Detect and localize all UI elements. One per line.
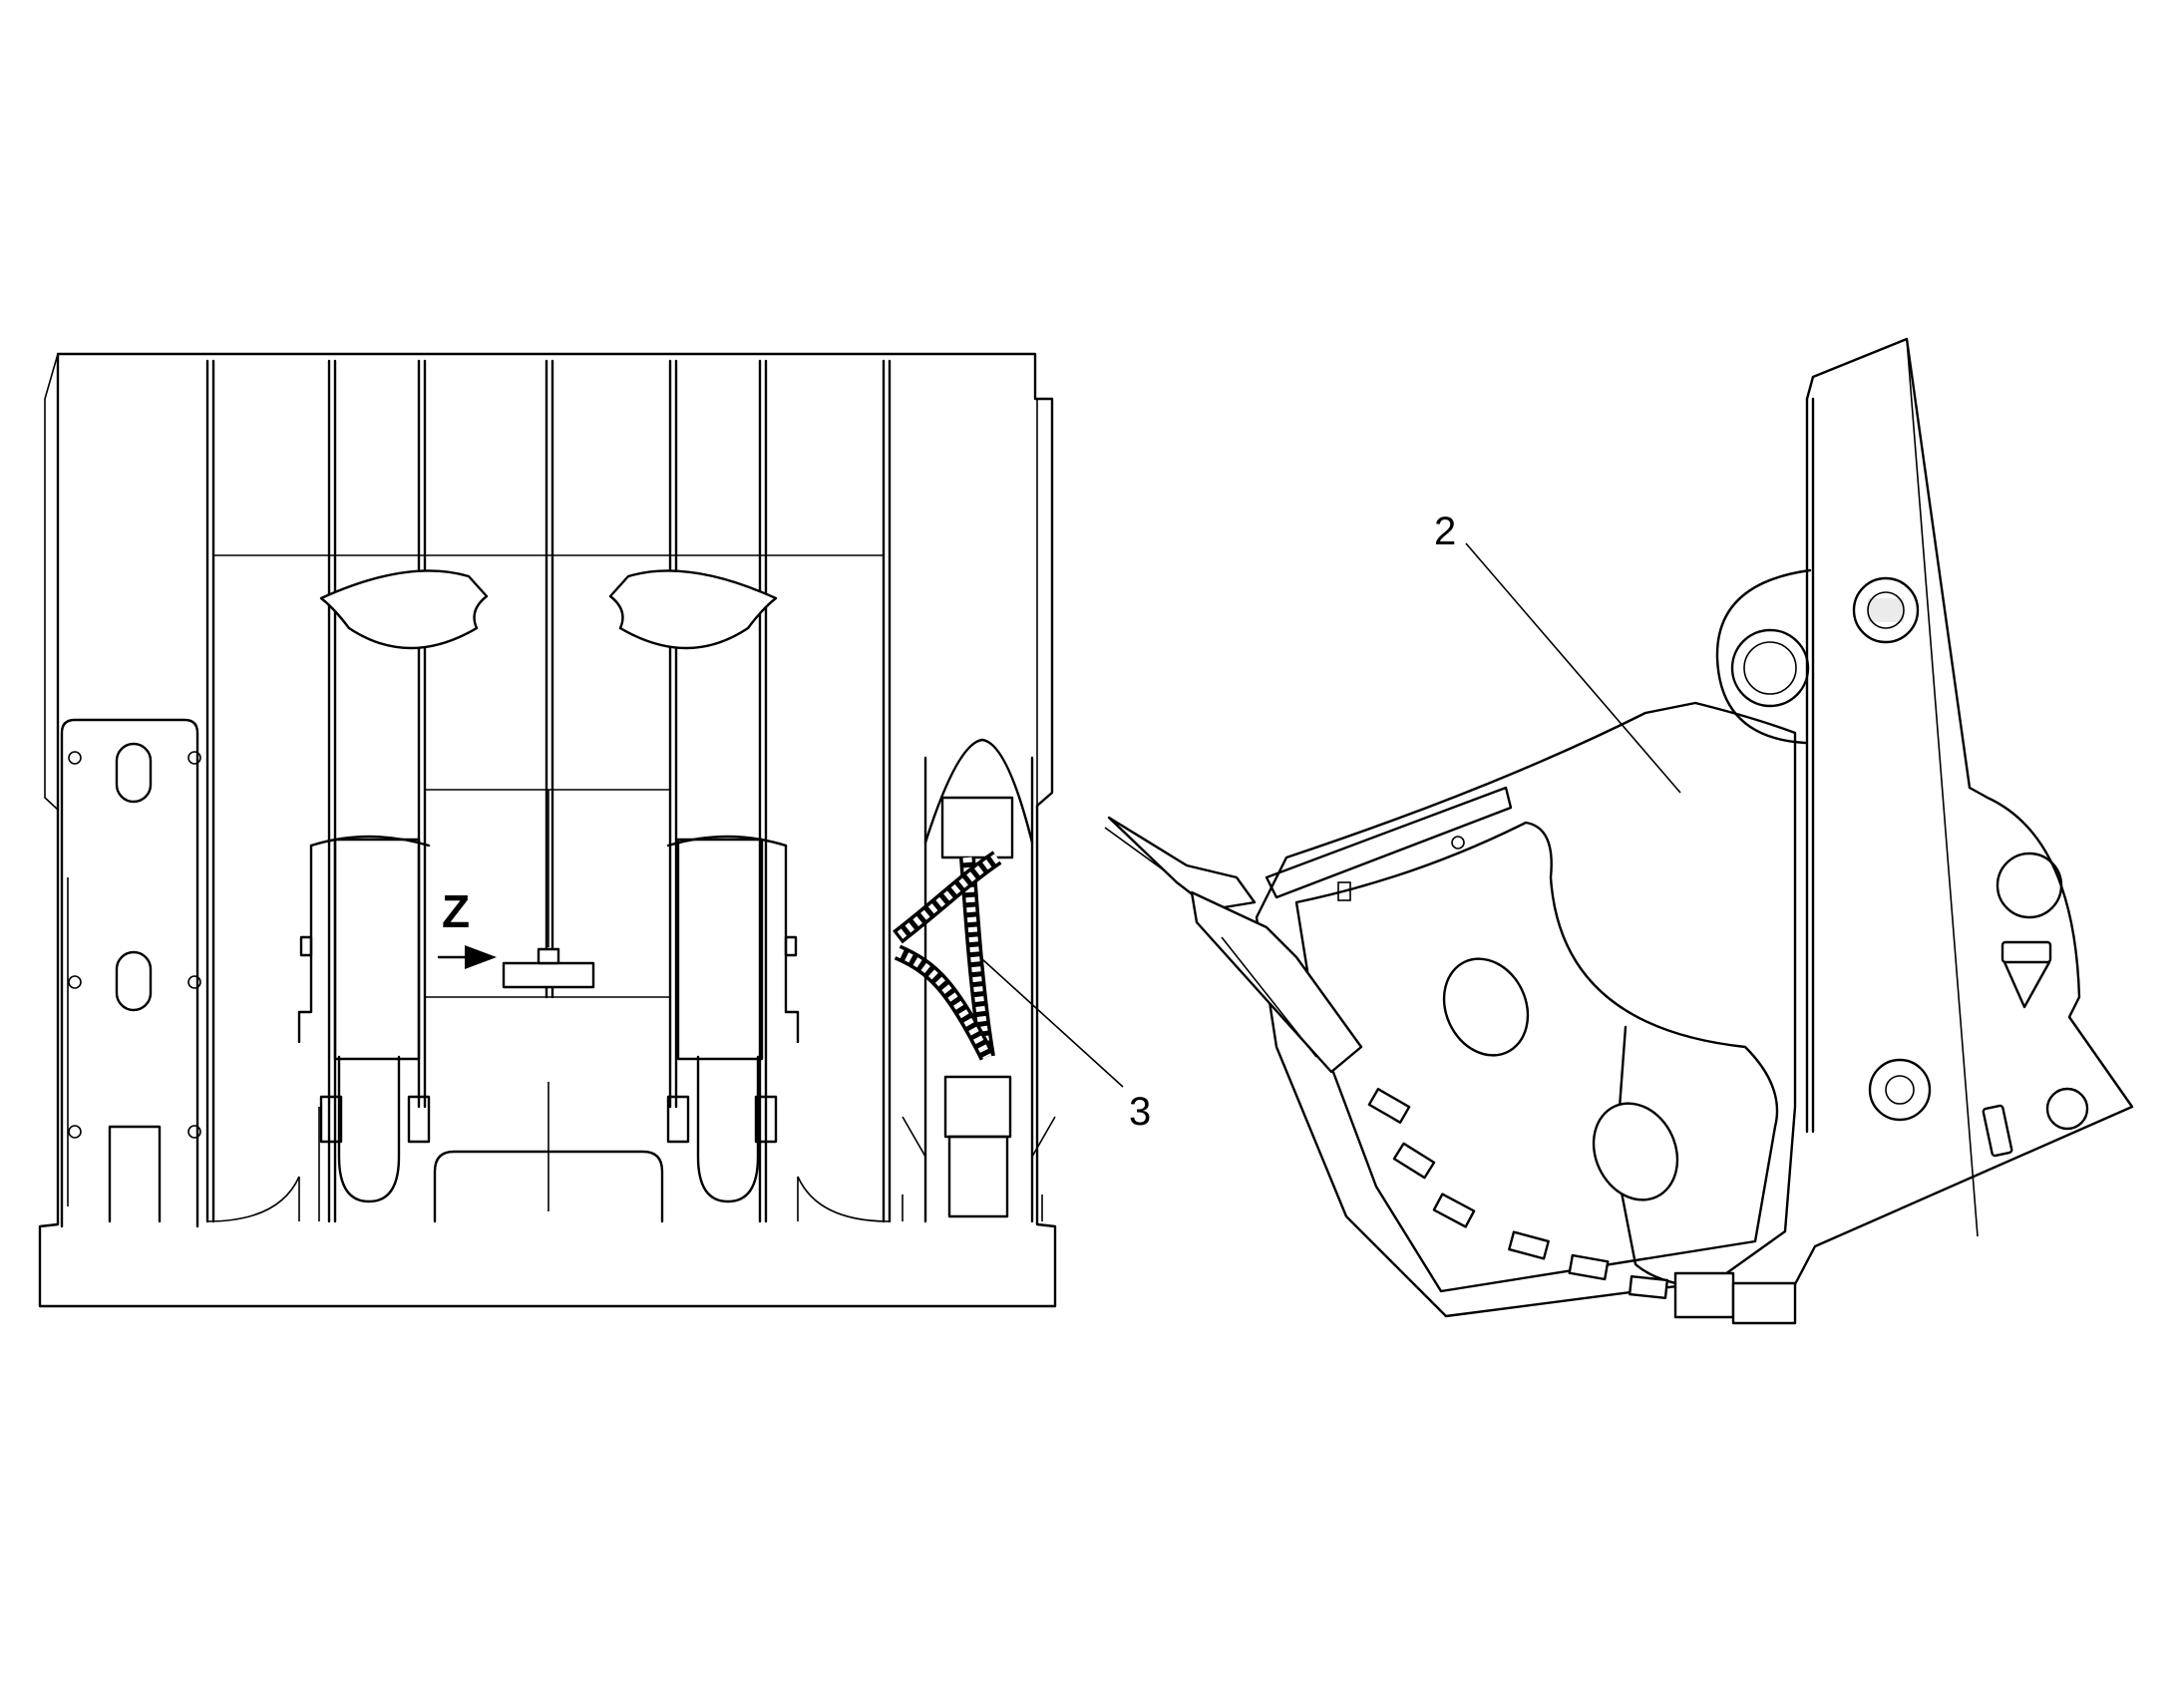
callout-z: Z [442,885,470,937]
lens-cutout-right [608,569,778,650]
leader-line-3 [981,958,1124,1088]
left-access-plate [60,718,201,1228]
bucket-tip [1104,816,1363,1074]
callout-3: 3 [1129,1090,1151,1134]
bucket-body [1255,701,1797,1318]
side-arm-plate [1614,337,2134,1290]
view-z-arrow [437,945,497,969]
bucket-teeth [1367,1088,1797,1325]
hose-compartment [902,738,1056,1223]
left-link-assembly [297,835,431,1221]
rear-outer-outline [38,352,1057,1308]
lower-pin [1868,1058,1932,1122]
side-gusset [1294,821,1779,1293]
callout-2: 2 [1434,510,1456,553]
lens-cutout-left [319,569,489,650]
vertical-ribs [205,359,892,1223]
bucket-side-view [1104,337,2134,1325]
center-bar [502,961,595,989]
bucket-rear-view [38,352,1124,1308]
side-pivot [1996,852,2063,919]
right-link-assembly [666,835,800,1203]
hose-3 [893,851,1002,1061]
upper-pin [1730,628,1810,708]
leader-line-2 [1465,542,1681,794]
